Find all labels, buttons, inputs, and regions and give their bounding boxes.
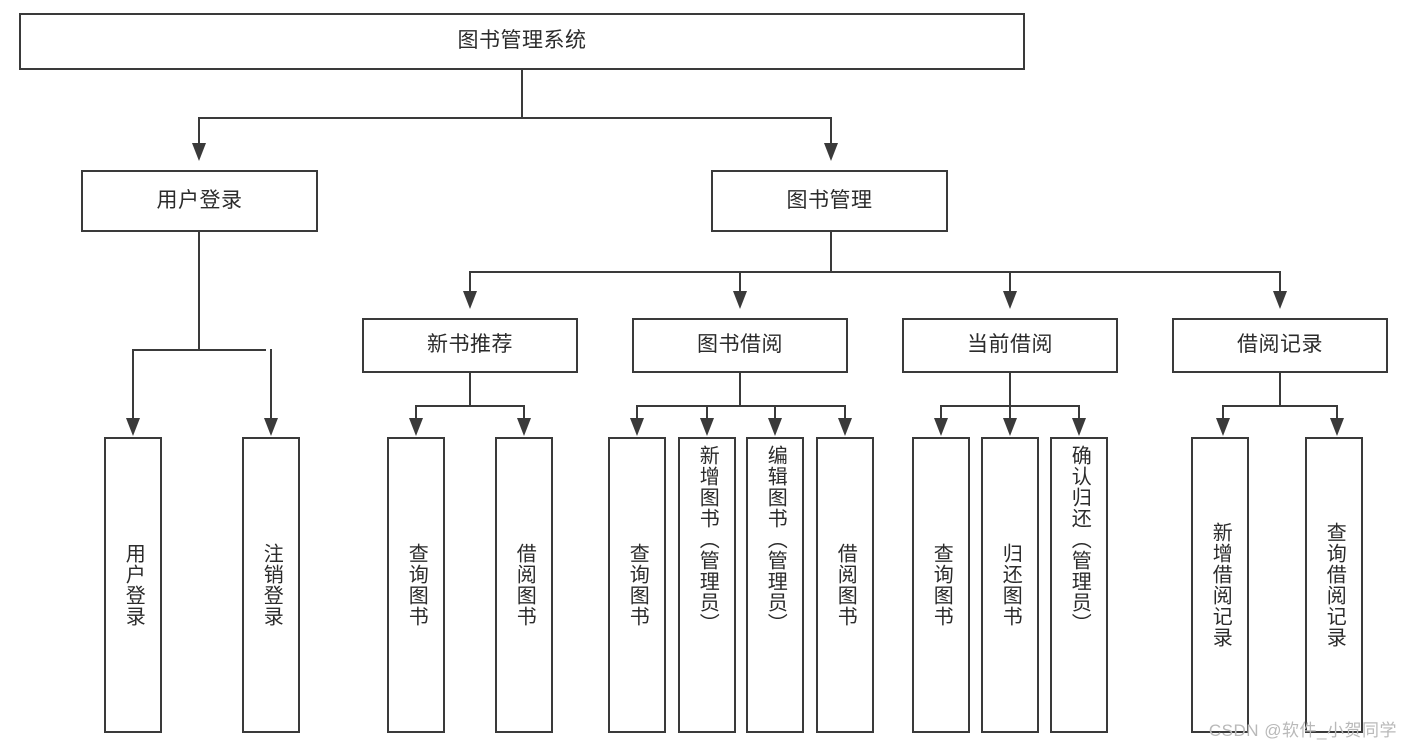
connector-new-book-leaf-1	[415, 405, 417, 419]
node-new-book-recommend[interactable]: 新书推荐	[362, 318, 578, 373]
leaf-borrow-book-new[interactable]: 借阅图书	[495, 437, 553, 733]
leaf-query-book-borrow[interactable]: 查询图书	[608, 437, 666, 733]
connector-current-borrow-leaf-2	[1009, 405, 1011, 419]
arrow-current-borrow-leaf-1	[934, 418, 948, 436]
connector-user-login-leaf-2	[270, 349, 272, 419]
node-book-borrow[interactable]: 图书借阅	[632, 318, 848, 373]
node-label: 查询借阅记录	[1323, 522, 1346, 648]
arrow-book-borrow-leaf-3	[768, 418, 782, 436]
leaf-edit-book-admin[interactable]: 编辑图书（管理员）	[746, 437, 804, 733]
connector-user-login-bar	[132, 349, 266, 351]
node-label: 注销登录	[260, 543, 283, 627]
node-label: 图书管理系统	[457, 29, 587, 53]
arrow-book-borrow-leaf-4	[838, 418, 852, 436]
connector-book-mgmt-bar	[469, 271, 1281, 273]
arrow-book-borrow-leaf-2	[700, 418, 714, 436]
arrow-root-to-book-mgmt	[824, 143, 838, 161]
arrow-new-book-leaf-1	[409, 418, 423, 436]
leaf-borrow-book[interactable]: 借阅图书	[816, 437, 874, 733]
leaf-query-book-current[interactable]: 查询图书	[912, 437, 970, 733]
connector-book-mgmt-stem	[830, 232, 832, 272]
node-label: 归还图书	[999, 543, 1022, 627]
leaf-user-logout[interactable]: 注销登录	[242, 437, 300, 733]
connector-book-borrow-leaf-2	[706, 405, 708, 419]
arrow-user-login-leaf-1	[126, 418, 140, 436]
arrow-user-login-leaf-2	[264, 418, 278, 436]
node-label: 查询图书	[626, 543, 649, 627]
connector-book-borrow-leaf-3	[774, 405, 776, 419]
arrow-current-borrow-leaf-2	[1003, 418, 1017, 436]
arrow-borrow-record-leaf-1	[1216, 418, 1230, 436]
leaf-add-book-admin[interactable]: 新增图书（管理员）	[678, 437, 736, 733]
connector-new-book-bar	[415, 405, 525, 407]
connector-current-borrow-leaf-3	[1078, 405, 1080, 419]
node-label: 图书借阅	[697, 333, 783, 357]
connector-root-stem	[521, 70, 523, 118]
node-label: 借阅图书	[513, 543, 536, 627]
connector-user-login-leaf-1	[132, 349, 134, 419]
leaf-user-login[interactable]: 用户登录	[104, 437, 162, 733]
node-label: 新书推荐	[427, 333, 513, 357]
leaf-return-book[interactable]: 归还图书	[981, 437, 1039, 733]
connector-borrow-record-leaf-2	[1336, 405, 1338, 419]
node-label: 图书管理	[786, 188, 873, 212]
arrow-current-borrow-leaf-3	[1072, 418, 1086, 436]
connector-new-book-stem	[469, 373, 471, 407]
connector-root-bar	[198, 117, 832, 119]
leaf-confirm-return-admin[interactable]: 确认归还（管理员）	[1050, 437, 1108, 733]
connector-book-mgmt-to-book-borrow	[739, 271, 741, 292]
connector-book-mgmt-to-borrow-record	[1279, 271, 1281, 292]
connector-root-to-book-mgmt	[830, 117, 832, 144]
leaf-query-borrow-record[interactable]: 查询借阅记录	[1305, 437, 1363, 733]
node-label: 编辑图书（管理员）	[764, 445, 787, 634]
arrow-book-mgmt-to-book-borrow	[733, 291, 747, 309]
node-label: 新增借阅记录	[1209, 522, 1232, 648]
arrow-book-mgmt-to-borrow-record	[1273, 291, 1287, 309]
arrow-book-mgmt-to-current-borrow	[1003, 291, 1017, 309]
connector-borrow-record-leaf-1	[1222, 405, 1224, 419]
arrow-book-mgmt-to-new-book	[463, 291, 477, 309]
connector-user-login-stem	[198, 232, 200, 350]
arrow-root-to-user-login	[192, 143, 206, 161]
arrow-book-borrow-leaf-1	[630, 418, 644, 436]
node-book-management[interactable]: 图书管理	[711, 170, 948, 232]
connector-book-borrow-stem	[739, 373, 741, 407]
node-label: 确认归还（管理员）	[1068, 445, 1091, 634]
connector-new-book-leaf-2	[523, 405, 525, 419]
connector-root-to-user-login	[198, 117, 200, 144]
arrow-borrow-record-leaf-2	[1330, 418, 1344, 436]
connector-book-borrow-bar	[636, 405, 845, 407]
leaf-add-borrow-record[interactable]: 新增借阅记录	[1191, 437, 1249, 733]
connector-book-mgmt-to-current-borrow	[1009, 271, 1011, 292]
node-label: 查询图书	[930, 543, 953, 627]
arrow-new-book-leaf-2	[517, 418, 531, 436]
node-label: 借阅记录	[1237, 333, 1323, 357]
node-borrow-record[interactable]: 借阅记录	[1172, 318, 1388, 373]
connector-book-borrow-leaf-4	[844, 405, 846, 419]
connector-current-borrow-leaf-1	[940, 405, 942, 419]
node-label: 新增图书（管理员）	[696, 445, 719, 634]
node-label: 当前借阅	[967, 333, 1053, 357]
node-label: 用户登录	[156, 188, 243, 212]
node-label: 用户登录	[122, 543, 145, 627]
node-current-borrow[interactable]: 当前借阅	[902, 318, 1118, 373]
connector-current-borrow-stem	[1009, 373, 1011, 407]
connector-book-mgmt-to-new-book	[469, 271, 471, 292]
watermark: CSDN @软件_小贺同学	[1208, 721, 1397, 740]
node-user-login[interactable]: 用户登录	[81, 170, 318, 232]
connector-borrow-record-bar	[1222, 405, 1338, 407]
node-label: 借阅图书	[834, 543, 857, 627]
leaf-query-book-new[interactable]: 查询图书	[387, 437, 445, 733]
node-label: 查询图书	[405, 543, 428, 627]
connector-book-borrow-leaf-1	[636, 405, 638, 419]
connector-borrow-record-stem	[1279, 373, 1281, 407]
node-root-system[interactable]: 图书管理系统	[19, 13, 1025, 70]
